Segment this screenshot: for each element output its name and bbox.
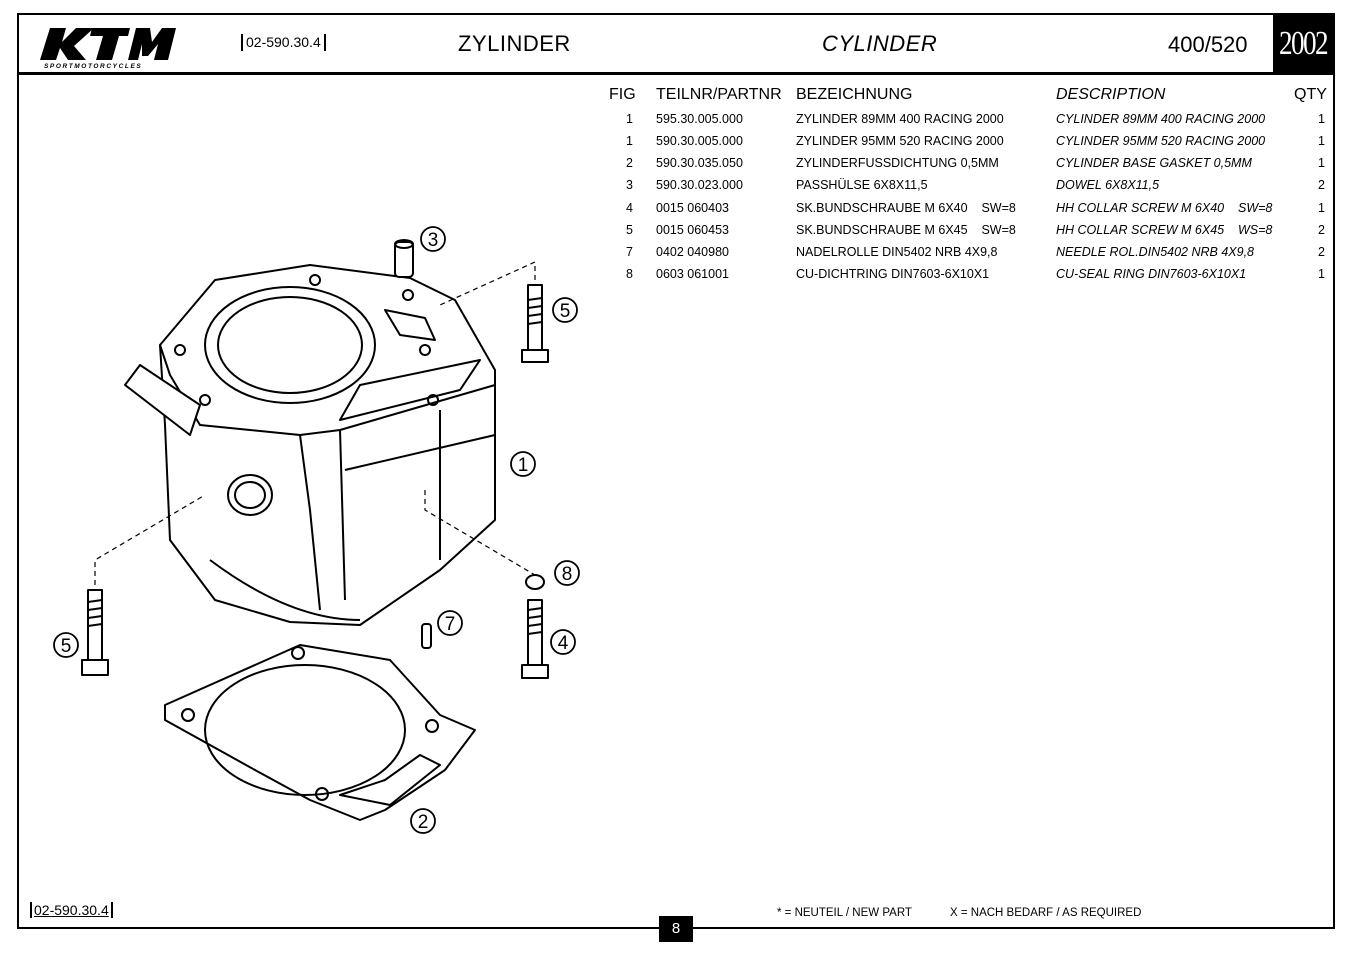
cell-description: CYLINDER 89MM 400 RACING 2000 <box>1056 112 1266 126</box>
col-header-qty: QTY <box>1294 86 1327 103</box>
collar-screw-upper-drawing <box>521 284 549 363</box>
cell-partnr: 595.30.005.000 <box>656 112 743 126</box>
callout-1: 1 <box>510 451 536 477</box>
callout-7: 7 <box>437 610 463 636</box>
cell-bezeichnung: ZYLINDERFUSSDICHTUNG 0,5MM <box>796 156 999 170</box>
cell-bezeichnung: NADELROLLE DIN5402 NRB 4X9,8 <box>796 245 998 259</box>
svg-text:5: 5 <box>61 636 72 657</box>
cell-bezeichnung: ZYLINDER 89MM 400 RACING 2000 <box>796 112 1004 126</box>
svg-text:8: 8 <box>562 564 573 585</box>
model-label: 400/520 <box>1168 32 1248 57</box>
brand-subtitle: SPORTMOTORCYCLES <box>44 63 142 70</box>
callout-5-lower: 5 <box>53 632 79 658</box>
cell-bezeichnung: CU-DICHTRING DIN7603-6X10X1 <box>796 267 990 281</box>
footnote-as-required: X = NACH BEDARF / AS REQUIRED <box>950 907 1142 919</box>
collar-screw-lower-drawing <box>81 589 109 676</box>
cell-bezeichnung: ZYLINDER 95MM 520 RACING 2000 <box>796 134 1004 148</box>
svg-text:5: 5 <box>560 301 571 322</box>
callout-2: 2 <box>410 808 436 834</box>
cell-fig: 3 <box>626 178 633 192</box>
cell-bezeichnung: SK.BUNDSCHRAUBE M 6X45 SW=8 <box>796 223 1016 237</box>
dowel-drawing <box>394 239 414 278</box>
cell-description: HH COLLAR SCREW M 6X45 WS=8 <box>1056 223 1273 237</box>
cell-fig: 2 <box>626 156 633 170</box>
svg-text:3: 3 <box>428 230 439 251</box>
page-number: 8 <box>659 916 693 942</box>
cell-fig: 1 <box>626 134 633 148</box>
callout-3: 3 <box>420 226 446 252</box>
callout-5-upper: 5 <box>552 297 578 323</box>
header-divider <box>17 72 1335 75</box>
cell-partnr: 590.30.035.050 <box>656 156 743 170</box>
cell-fig: 4 <box>626 201 633 215</box>
cell-partnr: 590.30.023.000 <box>656 178 743 192</box>
cell-description: NEEDLE ROL.DIN5402 NRB 4X9,8 <box>1056 245 1255 259</box>
svg-text:4: 4 <box>558 633 569 654</box>
cell-partnr: 0603 061001 <box>656 267 729 281</box>
cell-partnr: 0015 060453 <box>656 223 729 237</box>
callout-8: 8 <box>554 560 580 586</box>
svg-text:7: 7 <box>445 614 456 635</box>
title-german: ZYLINDER <box>458 31 571 56</box>
footer-part-number: 02-590.30.4 <box>30 902 113 918</box>
cell-qty: 1 <box>1318 201 1325 215</box>
cell-qty: 2 <box>1318 178 1325 192</box>
col-header-bezeichnung: BEZEICHNUNG <box>796 86 913 103</box>
col-header-partnr: TEILNR/PARTNR <box>656 86 782 103</box>
col-header-description: DESCRIPTION <box>1056 86 1166 103</box>
cell-description: DOWEL 6X8X11,5 <box>1056 178 1160 192</box>
cell-qty: 1 <box>1318 267 1325 281</box>
cell-description: CU-SEAL RING DIN7603-6X10X1 <box>1056 267 1247 281</box>
year-badge: 2002 <box>1273 15 1333 73</box>
cylinder-drawing <box>124 264 496 626</box>
cell-partnr: 590.30.005.000 <box>656 134 743 148</box>
header-part-number: 02-590.30.4 <box>241 34 326 51</box>
cell-partnr: 0402 040980 <box>656 245 729 259</box>
cell-qty: 2 <box>1318 223 1325 237</box>
cell-bezeichnung: SK.BUNDSCHRAUBE M 6X40 SW=8 <box>796 201 1016 215</box>
cell-description: HH COLLAR SCREW M 6X40 SW=8 <box>1056 201 1273 215</box>
cell-qty: 2 <box>1318 245 1325 259</box>
cell-qty: 1 <box>1318 112 1325 126</box>
cell-fig: 8 <box>626 267 633 281</box>
cell-qty: 1 <box>1318 134 1325 148</box>
cell-fig: 7 <box>626 245 633 259</box>
cell-fig: 5 <box>626 223 633 237</box>
cell-bezeichnung: PASSHÜLSE 6X8X11,5 <box>796 178 928 192</box>
svg-text:2: 2 <box>418 812 429 833</box>
exploded-view-diagram: 1 2 3 4 5 5 7 8 <box>53 226 580 834</box>
title-english: CYLINDER <box>822 31 938 56</box>
seal-ring-drawing <box>525 574 545 590</box>
cell-partnr: 0015 060403 <box>656 201 729 215</box>
callout-4: 4 <box>550 629 576 655</box>
footnote-new-part: * = NEUTEIL / NEW PART <box>777 907 912 919</box>
col-header-fig: FIG <box>609 86 636 103</box>
svg-text:1: 1 <box>518 455 529 476</box>
cell-qty: 1 <box>1318 156 1325 170</box>
collar-screw-m6x40-drawing <box>521 599 549 679</box>
cell-description: CYLINDER BASE GASKET 0,5MM <box>1056 156 1252 170</box>
ktm-logo: SPORTMOTORCYCLES <box>40 28 176 70</box>
cell-fig: 1 <box>626 112 633 126</box>
needle-roller-drawing <box>421 623 432 649</box>
cell-description: CYLINDER 95MM 520 RACING 2000 <box>1056 134 1266 148</box>
base-gasket-drawing <box>164 644 476 821</box>
